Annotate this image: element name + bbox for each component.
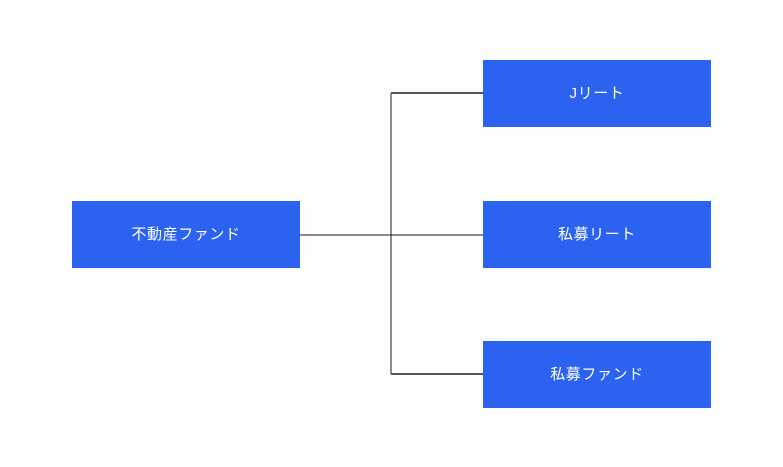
node-child-j-reit-label: Jリート <box>569 85 625 102</box>
node-root[interactable]: 不動産ファンド <box>72 201 300 268</box>
node-child-private-reit[interactable]: 私募リート <box>483 201 711 268</box>
node-child-private-reit-label: 私募リート <box>557 226 636 243</box>
node-child-j-reit[interactable]: Jリート <box>483 60 711 127</box>
node-root-label: 不動産ファンド <box>131 226 241 243</box>
node-child-private-fund-label: 私募ファンド <box>550 366 644 383</box>
node-child-private-fund[interactable]: 私募ファンド <box>483 341 711 408</box>
